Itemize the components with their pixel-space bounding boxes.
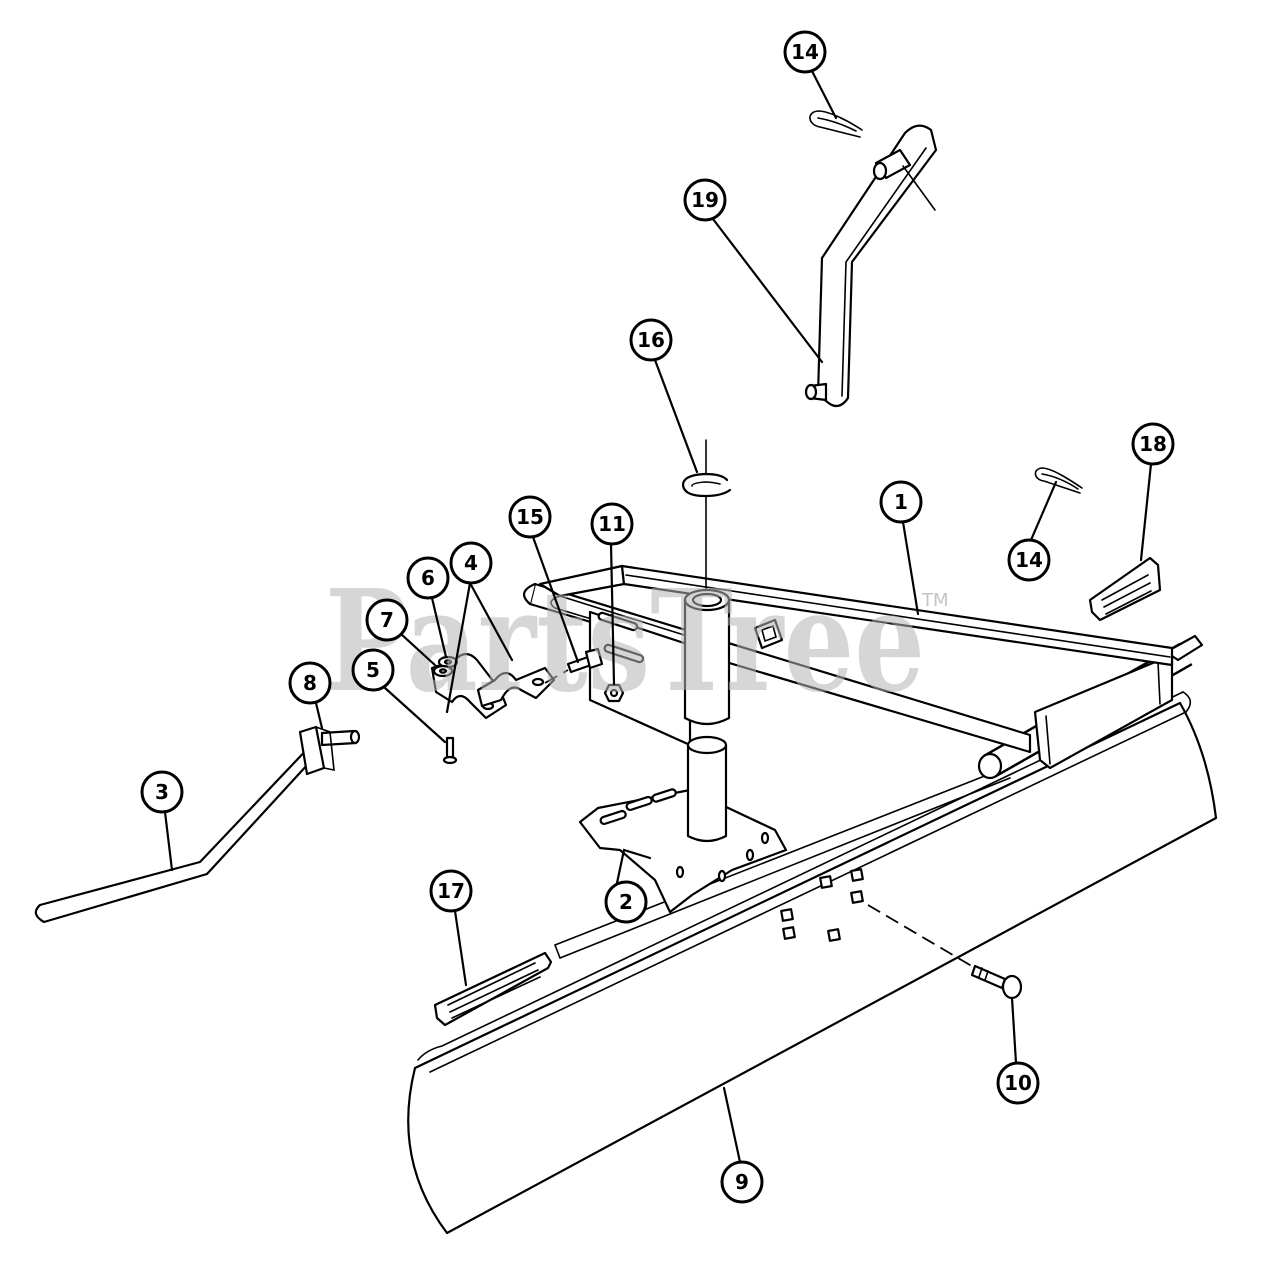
callout-circle bbox=[604, 880, 648, 924]
callout-14-top: 14 bbox=[783, 30, 827, 74]
leader-line-14-top bbox=[810, 69, 838, 120]
callout-circle bbox=[720, 1160, 764, 1204]
leader-line-15 bbox=[531, 535, 580, 664]
callout-circle bbox=[140, 770, 184, 814]
leader-line-1 bbox=[901, 520, 920, 616]
callout-label: 8 bbox=[303, 671, 317, 695]
nut-part-11 bbox=[603, 683, 625, 703]
callout-circle bbox=[629, 318, 673, 362]
callout-label: 14 bbox=[791, 40, 819, 64]
hairpin-clip-part-14-top bbox=[809, 110, 863, 138]
bolt-part-5 bbox=[442, 736, 458, 765]
watermark-trademark: TM bbox=[921, 590, 949, 611]
callout-label: 16 bbox=[637, 328, 665, 352]
callout-circle bbox=[365, 598, 409, 642]
bolt-part-15 bbox=[544, 647, 604, 684]
callout-label: 1 bbox=[894, 490, 908, 514]
pad-part-17 bbox=[433, 951, 553, 1027]
callout-label: 14 bbox=[1015, 548, 1043, 572]
callout-14-right: 14 bbox=[1007, 538, 1051, 582]
callout-circle bbox=[783, 30, 827, 74]
carriage-bolt-part-10 bbox=[867, 904, 1023, 1000]
leader-line-3 bbox=[163, 810, 174, 872]
callout-circle bbox=[449, 541, 493, 585]
leader-line-18 bbox=[1139, 462, 1153, 562]
callout-label: 5 bbox=[366, 658, 380, 682]
leader-line-8 bbox=[314, 701, 324, 730]
callout-circle bbox=[508, 495, 552, 539]
leader-lines bbox=[163, 69, 1153, 1164]
callout-18: 18 bbox=[1131, 422, 1175, 466]
washer-part-7 bbox=[432, 664, 454, 678]
callout-label: 17 bbox=[437, 879, 465, 903]
leader-line-4-upper bbox=[468, 581, 514, 662]
callout-2: 2 bbox=[604, 880, 648, 924]
callout-6: 6 bbox=[406, 556, 450, 600]
snap-ring-part-16 bbox=[681, 439, 732, 591]
leader-line-16 bbox=[653, 358, 699, 474]
leader-line-2 bbox=[615, 848, 652, 885]
leader-line-17 bbox=[453, 909, 468, 987]
callout-circle bbox=[879, 480, 923, 524]
callout-label: 10 bbox=[1004, 1071, 1032, 1095]
callout-4: 4 bbox=[449, 541, 493, 585]
callout-label: 6 bbox=[421, 566, 435, 590]
callout-label: 2 bbox=[619, 890, 633, 914]
callout-label: 19 bbox=[691, 188, 719, 212]
leader-line-4-lower bbox=[445, 581, 472, 714]
leader-line-19 bbox=[711, 217, 824, 364]
lever-part-19 bbox=[804, 124, 938, 408]
callout-3: 3 bbox=[140, 770, 184, 814]
frame-part-1 bbox=[523, 564, 1174, 754]
handle-part-3 bbox=[34, 742, 322, 924]
callout-1: 1 bbox=[879, 480, 923, 524]
hairpin-clip-part-14-right bbox=[1034, 467, 1083, 494]
leader-line-10 bbox=[1010, 996, 1018, 1065]
callout-8: 8 bbox=[288, 661, 332, 705]
callout-label: 7 bbox=[380, 608, 394, 632]
leader-line-5 bbox=[383, 686, 447, 744]
callout-label: 9 bbox=[735, 1170, 749, 1194]
mounting-base-pin bbox=[686, 735, 728, 843]
callout-9: 9 bbox=[720, 1160, 764, 1204]
leader-line-6 bbox=[430, 596, 448, 659]
callout-circle bbox=[429, 869, 473, 913]
pad-part-18 bbox=[1088, 556, 1162, 622]
callout-17: 17 bbox=[429, 869, 473, 913]
callout-label: 15 bbox=[516, 505, 544, 529]
leader-line-14-right bbox=[1029, 480, 1058, 542]
pivot-tube bbox=[683, 588, 731, 726]
callout-circle bbox=[351, 648, 395, 692]
callout-19: 19 bbox=[683, 178, 727, 222]
bracket-part-4-upper bbox=[476, 666, 556, 708]
callout-11: 11 bbox=[590, 502, 634, 546]
callout-circle bbox=[996, 1061, 1040, 1105]
callout-label: 4 bbox=[464, 551, 478, 575]
callout-15: 15 bbox=[508, 495, 552, 539]
leader-line-9 bbox=[722, 1086, 742, 1164]
mounting-base-part-2 bbox=[578, 788, 788, 914]
leader-line-7 bbox=[399, 632, 438, 668]
leader-line-11 bbox=[609, 542, 616, 686]
callout-circle bbox=[1131, 422, 1175, 466]
callout-16: 16 bbox=[629, 318, 673, 362]
clip-part-8 bbox=[298, 725, 361, 776]
callout-circle bbox=[683, 178, 727, 222]
callout-circle bbox=[406, 556, 450, 600]
callout-label: 18 bbox=[1139, 432, 1167, 456]
blade-mounting-holes bbox=[780, 868, 864, 942]
callout-circle bbox=[1007, 538, 1051, 582]
callout-label: 11 bbox=[598, 512, 626, 536]
callout-10: 10 bbox=[996, 1061, 1040, 1105]
callout-circle bbox=[288, 661, 332, 705]
callout-7: 7 bbox=[365, 598, 409, 642]
callout-circle bbox=[590, 502, 634, 546]
frame-right-bracket bbox=[1033, 653, 1174, 770]
callout-5: 5 bbox=[351, 648, 395, 692]
callout-label: 3 bbox=[155, 780, 169, 804]
